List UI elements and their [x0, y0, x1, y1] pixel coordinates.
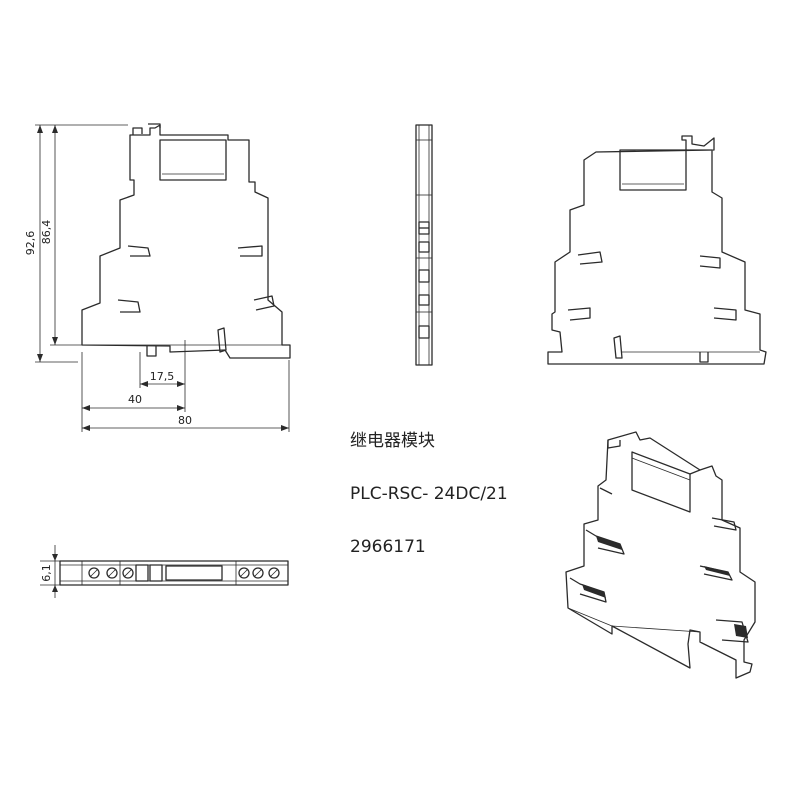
dim-body-height: 86,4	[40, 220, 53, 245]
back-view-outline	[547, 135, 767, 365]
module-name: 继电器模块	[350, 431, 435, 451]
isometric-view	[565, 431, 756, 679]
front-relay-window	[159, 139, 227, 181]
vertical-dimensions: 92,6 86,4	[24, 124, 128, 363]
side-view-outline	[415, 124, 433, 366]
front-view-outline	[81, 124, 291, 359]
part-number: 2966171	[350, 537, 426, 557]
dim-offset-small: 17,5	[150, 370, 175, 383]
front-view	[81, 123, 291, 359]
dim-total-height: 92,6	[24, 231, 37, 256]
side-view	[415, 124, 433, 366]
isometric-outline	[565, 431, 756, 679]
horizontal-dimensions: 17,5 40 80	[81, 340, 290, 432]
dim-total-width: 80	[178, 414, 192, 427]
bottom-view: 6,1	[40, 545, 289, 598]
back-view	[547, 135, 767, 365]
dim-thickness: 6,1	[40, 564, 53, 582]
dim-offset-mid: 40	[128, 393, 142, 406]
back-relay-window	[619, 149, 687, 191]
model-number: PLC-RSC- 24DC/21	[350, 484, 508, 504]
bottom-view-outline	[59, 560, 289, 586]
